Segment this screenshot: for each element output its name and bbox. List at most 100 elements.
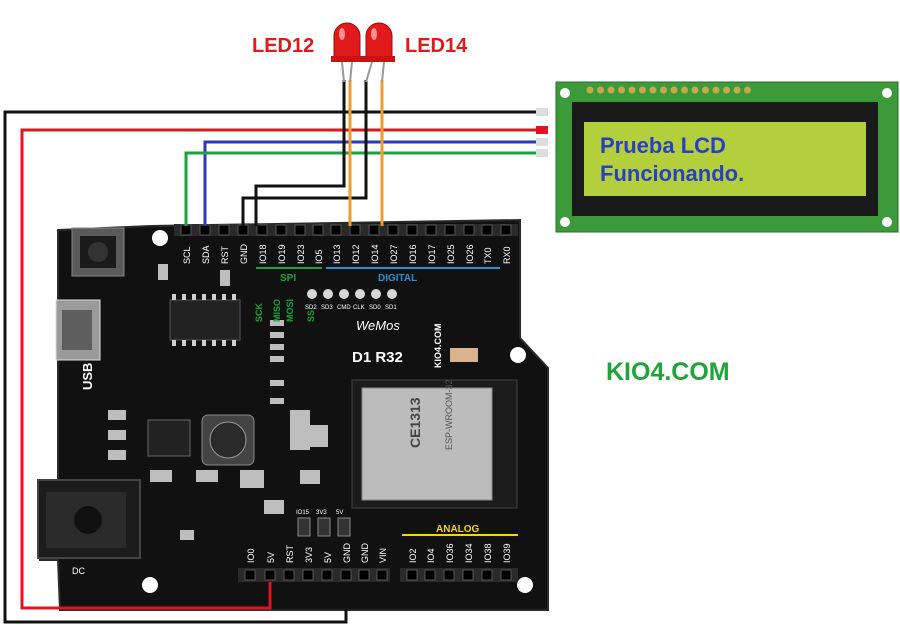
top-pin-label: IO18 [258, 244, 268, 264]
jumper-pad [337, 517, 351, 537]
top-pin-label: IO23 [296, 244, 306, 264]
spi-side-label: SS [306, 310, 316, 322]
top-pin-hole [275, 224, 287, 236]
sd-pin [387, 289, 397, 299]
lcd-display-module: Prueba LCD Funcionando. [555, 81, 899, 233]
board-site: KIO4.COM [433, 323, 443, 368]
top-pin-hole [294, 224, 306, 236]
analog-pin-label: IO2 [408, 548, 418, 563]
wire-led-gnd-black-2 [254, 80, 346, 226]
top-pin-hole [349, 224, 361, 236]
top-pin-label: RX0 [502, 246, 512, 264]
spi-side-label: MISO [272, 299, 282, 322]
regulator-chip [147, 419, 191, 457]
sd-pin [307, 289, 317, 299]
digital-label: DIGITAL [378, 273, 417, 284]
spi-side-label: MOSI [285, 299, 295, 322]
lcd-header-pin [597, 86, 604, 94]
jumper-pad [317, 517, 331, 537]
lcd-header-pin [681, 86, 688, 94]
top-pin-hole [218, 224, 230, 236]
top-pin-hole [312, 224, 324, 236]
jumper-pad [297, 517, 311, 537]
wire-led-gnd-black [241, 80, 368, 226]
top-pin-label: IO25 [446, 244, 456, 264]
bottom-pin-hole [500, 569, 512, 581]
bottom-pin-label: IO0 [246, 548, 256, 563]
jumper-label: 5V [336, 510, 343, 516]
wires [3, 80, 548, 624]
analog-pin-label: IO36 [445, 543, 455, 563]
lcd-header-pin [691, 86, 699, 94]
sd-pin [371, 289, 381, 299]
smd-components [108, 264, 328, 540]
usb-serial-chip [169, 294, 241, 346]
board-model: D1 R32 [352, 349, 403, 366]
bottom-pin-label: 5V [266, 552, 276, 563]
lcd-header-pin [628, 86, 636, 94]
lcd-header-pin [702, 86, 709, 94]
sd-pin-label: SD0 [369, 305, 381, 311]
analog-pin-label: IO34 [464, 543, 474, 563]
bottom-analog-header [400, 568, 518, 582]
wire-5v-red [20, 128, 548, 610]
top-pin-label: GND [239, 244, 249, 265]
top-pin-hole [368, 224, 380, 236]
reset-button[interactable] [71, 227, 125, 277]
top-pin-hole [330, 224, 342, 236]
bottom-pin-hole [424, 569, 436, 581]
bottom-pin-hole [302, 569, 314, 581]
sd-pin-label: CLK [353, 305, 365, 311]
led-14 [363, 22, 395, 83]
top-pin-hole [180, 224, 192, 236]
analog-pin-label: IO38 [483, 543, 493, 563]
mount-hole [152, 230, 168, 246]
top-pin-label: IO13 [332, 244, 342, 264]
dc-label: DC [72, 566, 85, 576]
top-pin-hole [481, 224, 493, 236]
top-pin-header [174, 224, 518, 236]
bottom-pin-label: 3V3 [304, 547, 314, 563]
spi-side-label: SCK [254, 302, 264, 322]
led14-label: LED14 [405, 35, 468, 57]
top-pin-label: IO16 [408, 244, 418, 264]
bottom-pin-label: 5V [323, 552, 333, 563]
top-pin-hole [237, 224, 249, 236]
sd-pin [355, 289, 365, 299]
dc-power-jack[interactable] [37, 479, 141, 559]
analog-label: ANALOG [436, 524, 480, 535]
led-12 [331, 22, 363, 83]
bottom-pin-hole [406, 569, 418, 581]
bottom-pin-hole [244, 569, 256, 581]
spi-label: SPI [280, 273, 296, 284]
lcd-header-pin [586, 86, 594, 94]
bottom-pin-hole [264, 569, 276, 581]
top-pin-hole [406, 224, 418, 236]
top-pin-label: IO17 [427, 244, 437, 264]
lcd-header-pin [639, 86, 646, 94]
top-pin-label: TX0 [483, 247, 493, 264]
top-pin-label: SCL [182, 246, 192, 264]
bottom-pin-hole [462, 569, 474, 581]
top-pin-hole [256, 224, 268, 236]
top-pin-hole [387, 224, 399, 236]
jumper-label: IO15 [296, 510, 310, 516]
usb-label: USB [80, 363, 95, 390]
wire-gnd-black [3, 110, 548, 624]
micro-usb-port[interactable] [55, 299, 101, 361]
kio4-label: KIO4.COM [606, 358, 730, 386]
top-pin-hole [463, 224, 475, 236]
lcd-line-1: Prueba LCD [600, 133, 726, 158]
inductor [201, 414, 255, 466]
bottom-power-header [238, 568, 390, 582]
mount-hole [510, 347, 526, 363]
lcd-header-pin [733, 86, 741, 94]
lcd-header-pin [660, 86, 667, 94]
lcd-header-pin [649, 86, 657, 94]
